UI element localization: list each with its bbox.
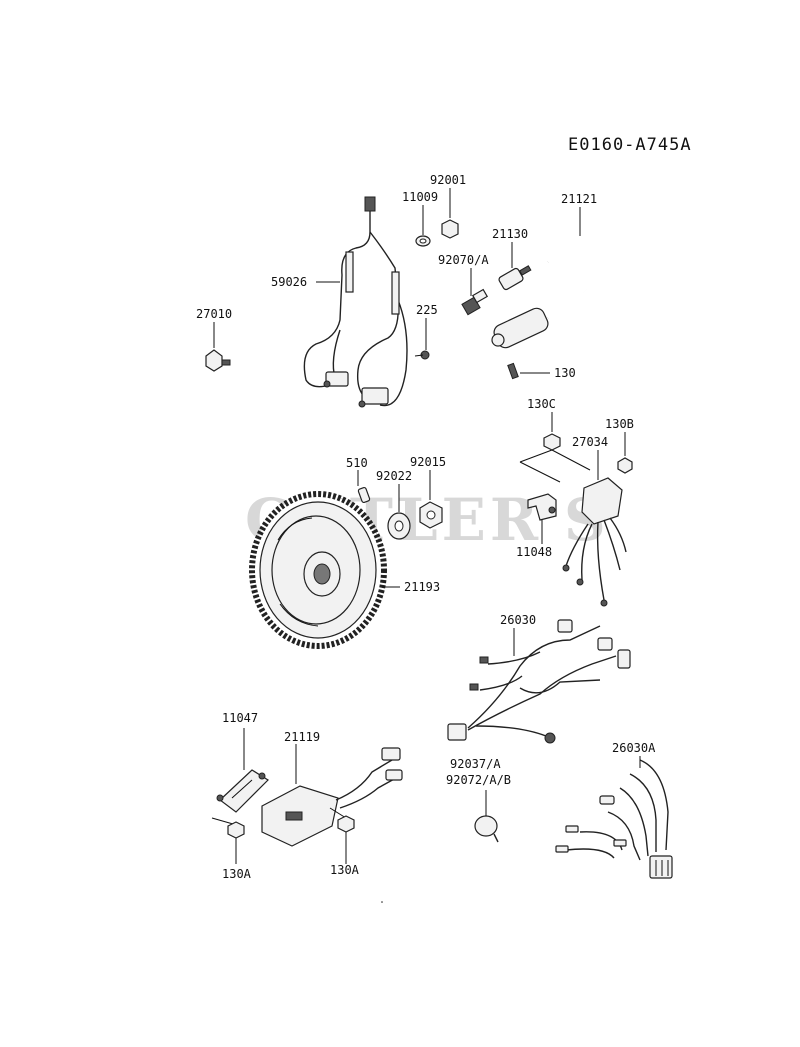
- label-11009: 11009: [402, 190, 438, 204]
- part-11009-washer[interactable]: [415, 235, 431, 247]
- label-21193: 21193: [404, 580, 440, 594]
- part-130A-bolt-left[interactable]: [227, 821, 245, 839]
- pulser-coil-assembly[interactable]: [303, 196, 408, 408]
- label-92022: 92022: [376, 469, 412, 483]
- part-225-screw[interactable]: [414, 350, 430, 360]
- part-130B-bolt[interactable]: [617, 457, 633, 474]
- part-26030A-harness[interactable]: [555, 759, 673, 879]
- part-92070A-spark-plug[interactable]: [461, 288, 489, 316]
- label-92070A: 92070/A: [438, 253, 489, 267]
- part-27010-fastener[interactable]: [205, 349, 231, 372]
- part-21193-flywheel[interactable]: [249, 491, 387, 649]
- label-225: 225: [416, 303, 438, 317]
- label-130A-right: 130A: [330, 863, 360, 877]
- part-21130-plug-cap[interactable]: [498, 265, 532, 291]
- label-92015: 92015: [410, 455, 446, 469]
- label-130A-left: 130A: [222, 867, 252, 881]
- label-59026: 59026: [271, 275, 307, 289]
- label-21121: 21121: [561, 192, 597, 206]
- label-27010: 27010: [196, 307, 232, 321]
- label-21119: 21119: [284, 730, 320, 744]
- label-11047: 11047: [222, 711, 258, 725]
- label-21130: 21130: [492, 227, 528, 241]
- label-11048: 11048: [516, 545, 552, 559]
- part-27034-igniter[interactable]: [562, 477, 627, 607]
- label-130: 130: [554, 366, 576, 380]
- part-92037A-clamp[interactable]: [474, 815, 499, 843]
- label-130B: 130B: [605, 417, 634, 431]
- label-92037A: 92037/A: [450, 757, 501, 771]
- label-26030A: 26030A: [612, 741, 656, 755]
- stray-dot: [381, 901, 383, 903]
- part-130A-bolt-right[interactable]: [337, 815, 355, 833]
- label-92072AB: 92072/A/B: [446, 773, 511, 787]
- part-92015-nut[interactable]: [419, 501, 443, 529]
- part-21121-ignition-coil[interactable]: [491, 234, 608, 350]
- label-27034: 27034: [572, 435, 608, 449]
- part-11048-bracket[interactable]: [527, 493, 557, 521]
- label-92001: 92001: [430, 173, 466, 187]
- part-130-screw[interactable]: [507, 362, 519, 380]
- part-130C-bolt[interactable]: [543, 433, 561, 451]
- label-130C: 130C: [527, 397, 556, 411]
- part-510-key[interactable]: [357, 487, 371, 503]
- part-92022-washer[interactable]: [387, 512, 411, 540]
- part-92001-nut[interactable]: [441, 219, 459, 239]
- diagram-code: E0160-A745A: [568, 135, 692, 155]
- label-510: 510: [346, 456, 368, 470]
- part-21119-regulator[interactable]: [261, 747, 403, 847]
- part-26030-harness[interactable]: [447, 619, 631, 744]
- label-26030: 26030: [500, 613, 536, 627]
- part-11047-cover-plate[interactable]: [216, 769, 269, 813]
